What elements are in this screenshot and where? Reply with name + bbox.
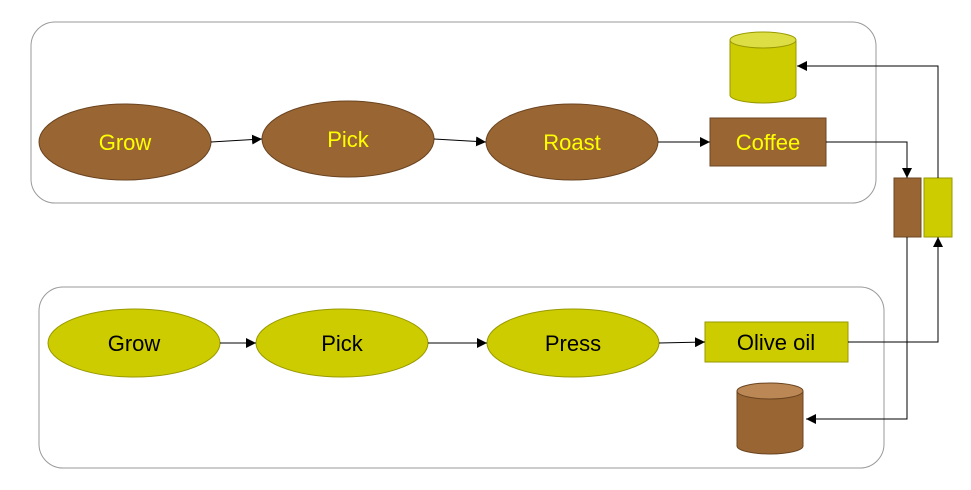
olive-process-group — [38, 286, 885, 469]
edge-exchange-to-coffee-storage — [806, 237, 908, 424]
coffee-process-group — [30, 21, 877, 204]
coffee-pick-label: Pick — [327, 127, 370, 152]
coffee-grow-label: Grow — [99, 130, 152, 155]
coffee-storage-cylinder — [736, 382, 804, 455]
edge-oil-to-exchange — [848, 237, 943, 343]
edge-exchange-to-olive-storage — [797, 61, 939, 178]
edge-coffee-grow-pick — [210, 134, 263, 145]
olive-grow-label: Grow — [108, 331, 161, 356]
coffee-roast-label: Roast — [543, 130, 600, 155]
edge-coffee-to-exchange — [826, 141, 912, 178]
olive-exchange-box — [923, 177, 953, 238]
olive-product-label: Olive oil — [737, 330, 815, 355]
coffee-product-label: Coffee — [736, 130, 800, 155]
olive-product-node — [704, 321, 849, 363]
coffee-exchange-box — [893, 177, 922, 238]
olive-press-label: Press — [545, 331, 601, 356]
olive-pick-label: Pick — [321, 331, 364, 356]
olive-oil-storage-cylinder — [729, 31, 797, 104]
edge-coffee-pick-roast — [433, 136, 487, 147]
edge-olive-press-product — [658, 337, 706, 348]
